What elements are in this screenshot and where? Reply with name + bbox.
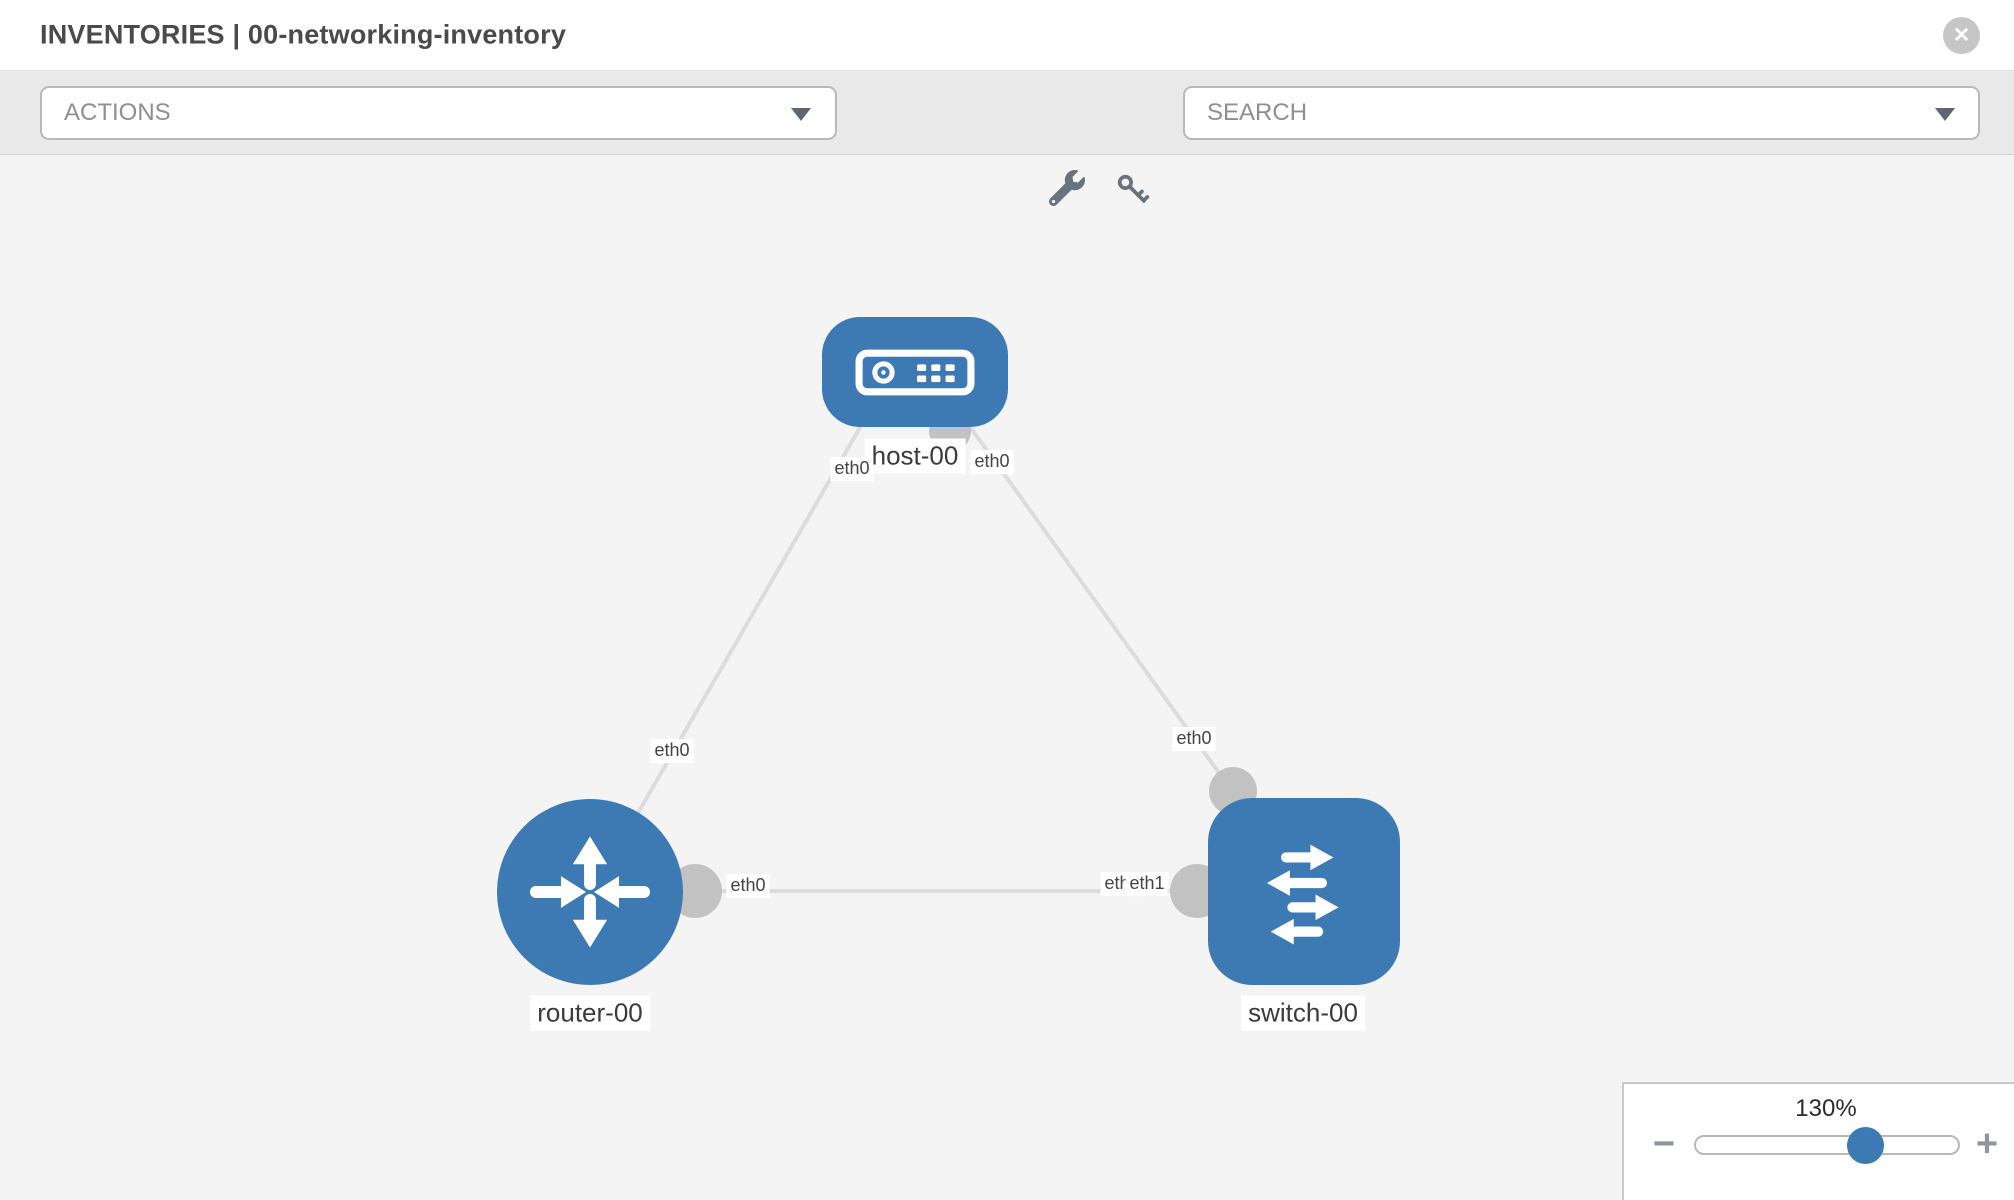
iface-label-router-eth0-top: eth0	[650, 739, 694, 763]
iface-label-switch-eth0-top: eth0	[1172, 727, 1216, 751]
node-label-router: router-00	[530, 995, 650, 1031]
zoom-percentage: 130%	[1795, 1095, 1857, 1122]
chevron-down-icon	[1935, 108, 1955, 121]
node-router-00[interactable]	[497, 799, 683, 985]
link-host-router[interactable]	[594, 423, 864, 887]
iface-label-switch-eth1: eth1	[1125, 872, 1169, 896]
key-icon-svg	[1117, 174, 1150, 203]
iface-label-router-eth0-right: eth0	[726, 874, 770, 898]
wrench-icon-svg	[1048, 170, 1085, 207]
close-icon[interactable]: ✕	[1943, 17, 1980, 54]
node-host-00[interactable]	[822, 317, 1008, 427]
zoom-slider-track[interactable]	[1694, 1135, 1960, 1155]
page-title: INVENTORIES | 00-networking-inventory	[40, 19, 567, 50]
iface-label-host-eth0-left: eth0	[830, 457, 874, 481]
header: INVENTORIES | 00-networking-inventory ✕	[0, 0, 2014, 70]
close-icon-glyph: ✕	[1952, 24, 1971, 47]
zoom-slider-handle[interactable]	[1847, 1127, 1884, 1164]
node-label-host: host-00	[864, 438, 966, 474]
iface-label-host-eth0-right: eth0	[970, 450, 1014, 474]
wrench-icon[interactable]	[1048, 170, 1085, 207]
router-icon	[529, 836, 651, 948]
search-dropdown[interactable]: SEARCH	[1183, 86, 1980, 140]
zoom-out-button[interactable]: −	[1652, 1123, 1676, 1165]
chevron-down-icon	[791, 108, 811, 121]
node-label-switch: switch-00	[1241, 995, 1365, 1031]
toolbar: ACTIONS SEARCH	[0, 70, 2014, 207]
key-icon[interactable]	[1115, 172, 1150, 207]
host-icon	[855, 349, 975, 395]
zoom-in-button[interactable]: +	[1975, 1123, 1999, 1165]
node-switch-00[interactable]	[1208, 798, 1400, 985]
actions-dropdown-label: ACTIONS	[64, 99, 171, 126]
switch-icon	[1266, 844, 1339, 944]
actions-dropdown[interactable]: ACTIONS	[40, 86, 837, 140]
search-dropdown-label: SEARCH	[1207, 99, 1308, 126]
zoom-panel: 130% − +	[1622, 1082, 2014, 1200]
